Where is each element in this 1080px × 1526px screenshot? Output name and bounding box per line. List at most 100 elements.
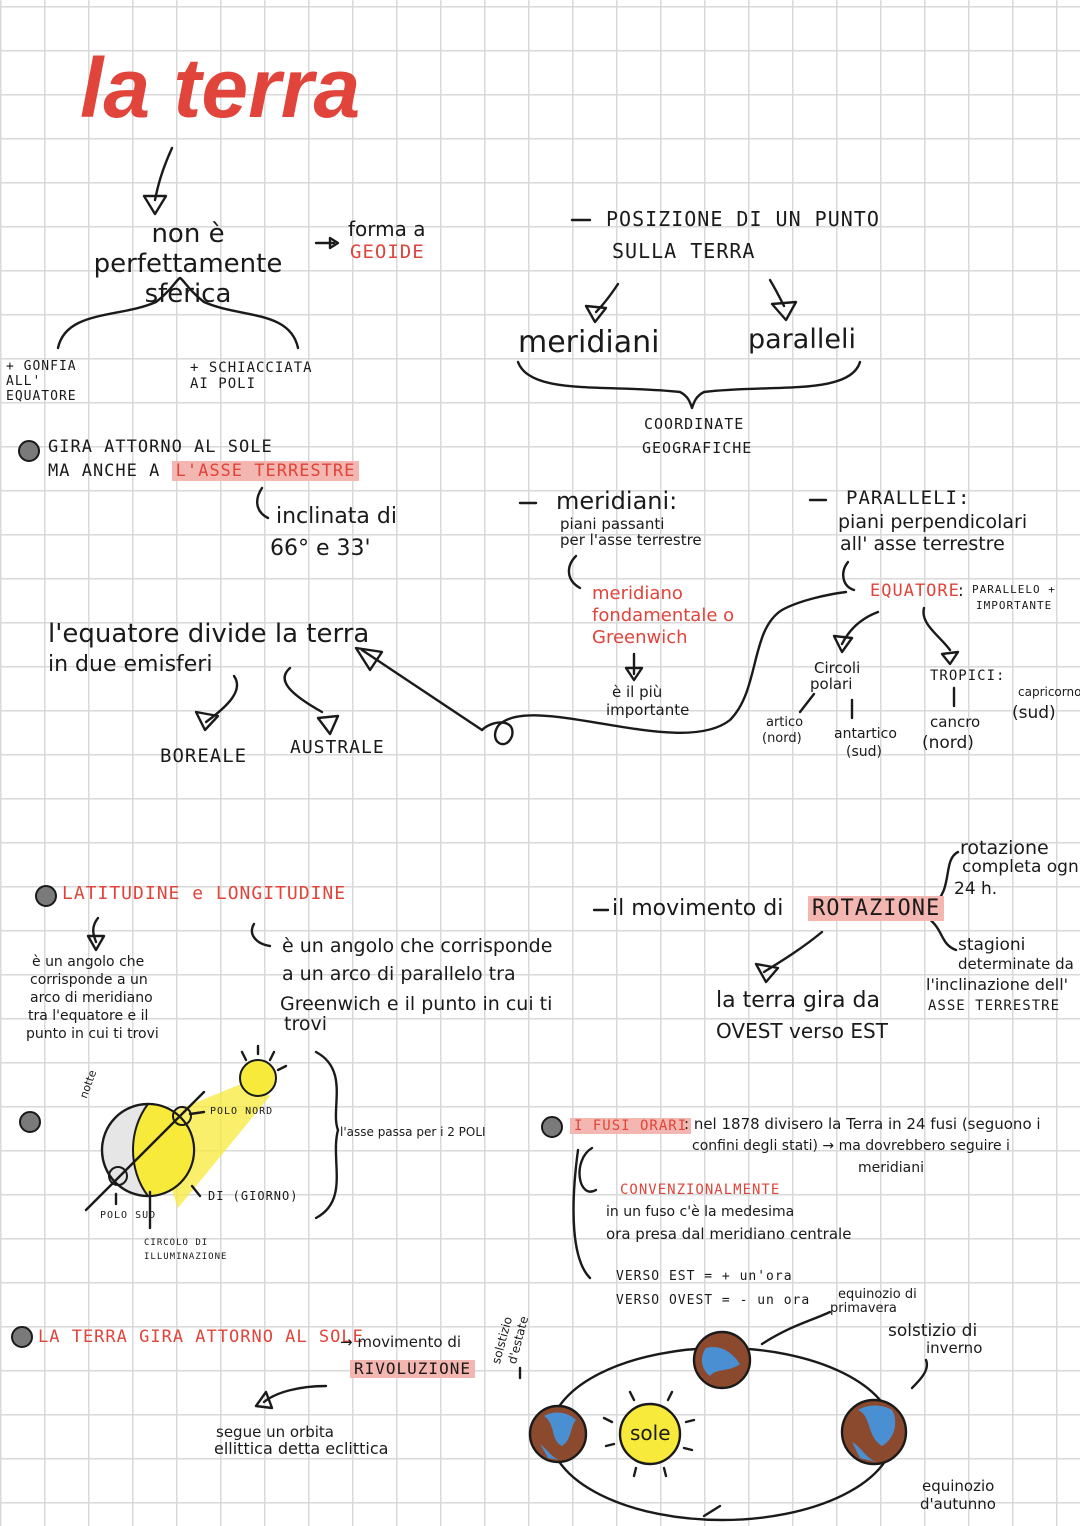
latitudine-title: LATITUDINE e LONGITUDINE: [62, 883, 347, 904]
artico-line2: (nord): [762, 731, 802, 746]
sole-label: sole: [630, 1421, 671, 1445]
lat-line3: arco di meridiano: [30, 990, 153, 1006]
meridiani-label: meridiani: [518, 325, 660, 360]
verso-est: VERSO EST = + un'ora: [616, 1269, 793, 1284]
stagioni-line1: stagioni: [958, 935, 1026, 955]
equatore-line1: l'equatore divide la terra: [48, 619, 370, 649]
orbita-line2: ellittica detta eclittica: [214, 1439, 389, 1458]
arrow-back-equatore: [360, 648, 484, 732]
arrow-head-title: [142, 194, 168, 216]
shape-main: non è perfettamente sferica: [93, 219, 283, 309]
sun-small: [239, 1059, 277, 1097]
sun-small-rays: [240, 1044, 288, 1072]
sun-orbit-rays: [602, 1390, 696, 1478]
inclinata-value: 66° e 33': [270, 536, 371, 561]
completa-line1: rotazione: [960, 837, 1049, 859]
equatore-line2: in due emisferi: [48, 652, 213, 677]
paralleli-title: PARALLELI:: [846, 487, 971, 509]
cancro-line2: (nord): [922, 733, 974, 753]
fondamentale-line2: fondamentale o: [592, 605, 735, 626]
antartico-line2: (sud): [846, 744, 882, 760]
fusi-text3: meridiani: [858, 1160, 925, 1176]
arrow-head-australe: [316, 714, 340, 736]
equinozio-autunno-line1: equinozio: [922, 1477, 995, 1495]
posizione-line1: POSIZIONE DI UN PUNTO: [606, 207, 880, 231]
giorno-label: DI (GIORNO): [208, 1189, 299, 1203]
circolo-line1: CIRCOLO DI: [144, 1238, 209, 1248]
rotazione-word: ROTAZIONE: [808, 896, 945, 922]
arrow-head-gira: [754, 962, 780, 984]
forma-prefix: forma a: [348, 217, 426, 241]
gira-ovest-line1: la terra gira da: [716, 988, 880, 1013]
verso-ovest: VERSO OVEST = - un ora: [616, 1293, 811, 1308]
coordinate-line2: GEOGRAFICHE: [642, 439, 753, 457]
polo-nord-label: POLO NORD: [210, 1106, 274, 1117]
arrow-head-boreale: [194, 710, 220, 732]
arrow-head-importante: [624, 666, 644, 682]
lon-line2: a un arco di parallelo tra: [282, 963, 516, 985]
equinozio-autunno-line2: d'autunno: [920, 1495, 996, 1513]
capricorno-line1: capricorno: [1018, 685, 1080, 699]
circoli-line1: Circoli: [814, 659, 861, 677]
arrow-latitudine: [92, 916, 100, 944]
arrow-inverno: [910, 1358, 929, 1390]
asse-terrestre-highlight: L'ASSE TERRESTRE: [171, 461, 360, 481]
arrow-fondamentale: [567, 554, 582, 590]
arrow-equatore: [842, 560, 856, 592]
polo-nord-circle: [172, 1106, 192, 1126]
lon-line4: trovi: [284, 1013, 327, 1035]
earth-right: [840, 1398, 908, 1466]
polo-sud-circle: [108, 1166, 128, 1186]
completa-line3: 24 h.: [954, 879, 998, 899]
bullet-diagram: [19, 1111, 41, 1133]
arrow-head-meridiani: [584, 304, 608, 324]
arrow-head-forma: [328, 236, 340, 250]
earth-axis: [84, 1090, 206, 1212]
earth-lit-half: [132, 1102, 195, 1198]
brace-shape: [56, 276, 300, 350]
arrow-head-tropici: [940, 650, 960, 666]
equatore-parallelo: EQUATORE: [870, 581, 960, 601]
brace-diagram: [314, 1050, 340, 1220]
gira-ovest-line2: OVEST verso EST: [716, 1019, 888, 1043]
arrow-gira: [762, 930, 824, 974]
arrow-meridiani: [594, 282, 620, 314]
meridiani-desc2: per l'asse terrestre: [560, 531, 702, 549]
forma-word: GEOIDE: [350, 241, 425, 263]
bullet-gira: [18, 440, 40, 462]
solstizio-inverno-line2: inverno: [926, 1339, 983, 1357]
fusi-title: I FUSI ORARI: [570, 1118, 692, 1135]
meridiani-title: meridiani:: [556, 487, 678, 515]
arrow-title: [153, 146, 174, 202]
brace-coordinate: [516, 360, 862, 410]
arrow-verso-est: [572, 1148, 592, 1280]
posizione-line2: SULLA TERRA: [612, 239, 756, 263]
page-title: la terra: [80, 41, 361, 135]
antartico-line1: antartico: [834, 726, 897, 742]
arrow-longitudine: [250, 922, 272, 948]
arrow-convenzionalmente: [578, 1146, 598, 1193]
gira-line1: GIRA ATTORNO AL SOLE: [48, 437, 273, 457]
earth-left: [528, 1404, 588, 1464]
conv-line2: ora presa dal meridiano centrale: [606, 1225, 852, 1243]
lat-line5: punto in cui ti trovi: [26, 1026, 159, 1042]
fusi-text2: confini degli stati) → ma dovrebbero seg…: [692, 1138, 1010, 1154]
rotazione-prefix: il movimento di: [612, 896, 784, 921]
arrow-boreale: [204, 674, 239, 724]
rivoluzione-word: RIVOLUZIONE: [350, 1359, 475, 1379]
rivoluzione-title: LA TERRA GIRA ATTORNO AL SOLE: [38, 1327, 364, 1347]
stagioni-line4: ASSE TERRESTRE: [928, 998, 1061, 1014]
lon-line1: è un angolo che corrisponde: [282, 935, 553, 957]
fondamentale-line3: Greenwich: [592, 627, 688, 648]
arrow-inclinata: [256, 486, 270, 520]
arrow-primavera: [760, 1310, 832, 1346]
equatore-colon: :: [958, 581, 964, 601]
arrow-head-orbita: [254, 1390, 274, 1410]
arrow-head-back-equatore: [354, 646, 384, 672]
arrow-giorno: [190, 1184, 202, 1198]
arrow-tropici: [922, 606, 952, 652]
conv-line1: in un fuso c'è la medesima: [606, 1204, 795, 1220]
arrow-circoli: [840, 610, 880, 646]
importante-line1: è il più: [612, 683, 663, 701]
